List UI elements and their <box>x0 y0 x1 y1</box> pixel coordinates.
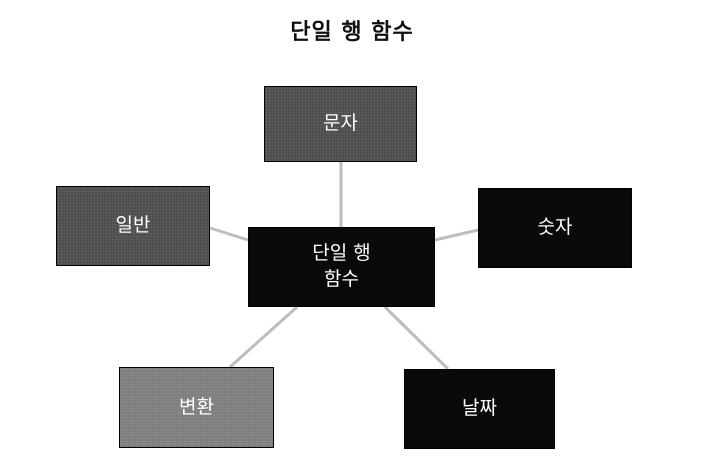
connector-bottom-right <box>383 305 450 371</box>
branch-node-general: 일반 <box>56 186 210 266</box>
branch-node-date: 날짜 <box>404 369 555 449</box>
branch-node-number: 숫자 <box>478 188 632 268</box>
center-node: 단일 행 함수 <box>248 227 435 307</box>
diagram-title: 단일 행 함수 <box>290 20 414 45</box>
connector-bottom-left <box>228 305 299 369</box>
branch-node-conversion: 변환 <box>119 367 274 448</box>
branch-node-character: 문자 <box>264 86 417 162</box>
connector-left <box>209 226 249 242</box>
connector-right <box>434 228 479 242</box>
